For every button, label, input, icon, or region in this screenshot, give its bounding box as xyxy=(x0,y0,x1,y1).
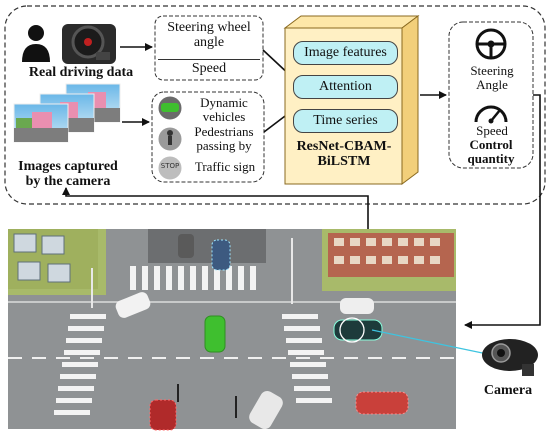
traffic-sign-thumbnail xyxy=(157,155,183,181)
pedestrian-thumbnail xyxy=(157,126,183,152)
dynamic-vehicles-label: Dynamic vehicles xyxy=(200,95,248,124)
steering-angle-output-label: Steering Angle xyxy=(470,63,514,92)
scene-car-red2 xyxy=(355,391,409,415)
speedometer-icon xyxy=(474,105,508,124)
scene-car-red1 xyxy=(149,399,177,431)
scene-car-dark xyxy=(178,234,194,258)
feature-pill-attention: Attention xyxy=(293,75,398,99)
wheel-pedal-icon xyxy=(62,24,116,64)
model-name: ResNet-CBAM-BiLSTM xyxy=(296,139,392,169)
real-driving-label: Real driving data xyxy=(28,65,134,80)
scene-car-white2 xyxy=(340,298,374,314)
pedestrians-label: Pedestrians passing by xyxy=(194,124,254,153)
scene-car-blue xyxy=(211,239,231,271)
feature-pill-image: Image features xyxy=(293,41,398,65)
traffic-sign-label: Traffic sign xyxy=(194,159,256,174)
driver-icon xyxy=(22,25,50,62)
camera-label: Camera xyxy=(483,383,533,398)
scene-car-green xyxy=(204,315,226,353)
scene-car-white xyxy=(115,292,151,318)
scene-objects-frame xyxy=(151,91,265,183)
vehicle-thumbnail xyxy=(157,95,183,121)
control-quantity-label: Control quantity xyxy=(467,137,515,166)
camera-images-label: Images captured by the camera xyxy=(18,159,118,189)
system-frame xyxy=(4,5,546,205)
speed-output-label: Speed xyxy=(476,123,508,138)
camera-icon xyxy=(482,339,538,376)
driving-scene xyxy=(8,229,493,431)
signals-divider xyxy=(158,59,260,60)
driving-signals-frame xyxy=(154,15,264,81)
output-frame xyxy=(448,21,534,169)
steering-wheel-icon xyxy=(475,28,507,60)
camera-images xyxy=(13,83,121,143)
feature-pill-time-series: Time series xyxy=(293,109,398,133)
speed-input-label: Speed xyxy=(191,61,227,76)
steering-wheel-angle-label: Steering wheel angle xyxy=(167,20,251,50)
scene-car-white3 xyxy=(249,390,283,430)
traffic-sign-badge: STOP xyxy=(160,162,180,170)
